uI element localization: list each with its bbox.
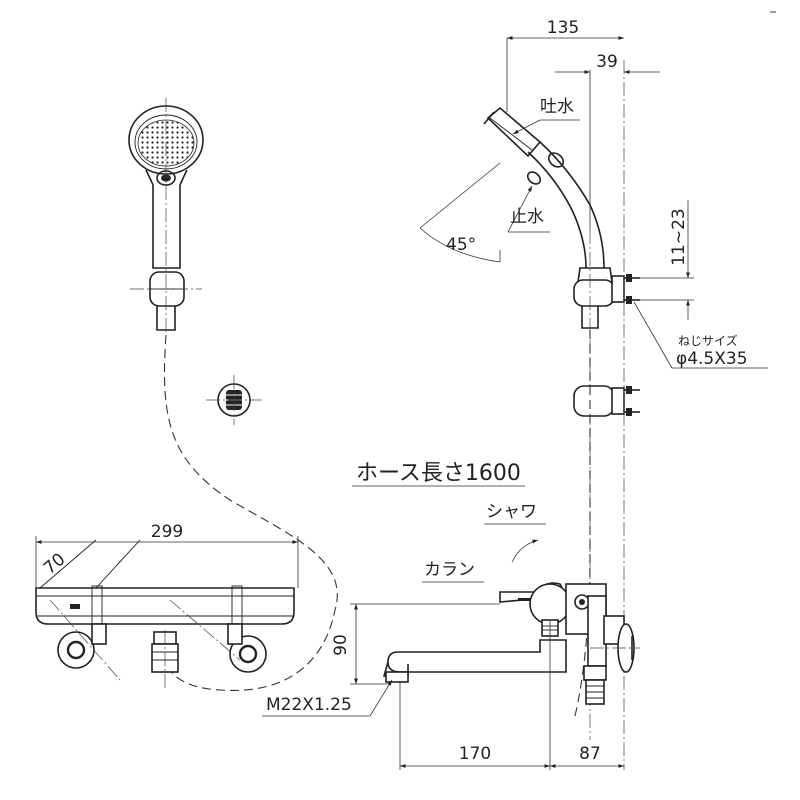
- svg-text:φ4.5X35: φ4.5X35: [676, 349, 748, 369]
- svg-text:170: 170: [459, 744, 491, 764]
- mixer-body-top-view: [35, 539, 295, 690]
- label-faucet: カラン: [422, 560, 484, 583]
- svg-text:135: 135: [547, 18, 579, 38]
- wall-bracket-lower: [573, 385, 640, 417]
- dimension-87: 87: [550, 744, 624, 768]
- svg-text:吐水: 吐水: [540, 97, 574, 117]
- label-shower: シャワ: [484, 502, 546, 563]
- dimension-11-23: 11~23: [640, 200, 694, 320]
- svg-text:ねじサイズ: ねじサイズ: [678, 333, 738, 348]
- wall-bracket-upper: [611, 274, 640, 304]
- dimension-90: 90: [331, 603, 500, 685]
- angle-45: 45°: [419, 162, 501, 263]
- svg-text:70: 70: [40, 549, 69, 578]
- dimension-170: 170: [399, 620, 551, 770]
- svg-text:90: 90: [331, 634, 351, 656]
- dimension-39: 39: [555, 52, 660, 230]
- dimension-135: 135: [506, 18, 624, 112]
- svg-text:カラン: カラン: [424, 560, 475, 580]
- hand-shower-front-view: [128, 98, 204, 340]
- svg-text:止水: 止水: [510, 207, 544, 227]
- hose-length-label: ホース長さ1600: [352, 461, 525, 487]
- svg-text:45°: 45°: [446, 235, 476, 255]
- dimension-70: 70: [40, 549, 69, 578]
- mixer-body-front-view: [382, 582, 640, 705]
- dimension-299: 299: [35, 522, 299, 588]
- svg-text:87: 87: [579, 744, 601, 764]
- label-stop-water: 止水: [507, 185, 550, 233]
- svg-text:39: 39: [596, 52, 618, 72]
- hose-path-right: [573, 330, 591, 721]
- thread-label: M22X1.25: [262, 679, 393, 717]
- screw-size-callout: ねじサイズ φ4.5X35: [633, 301, 768, 369]
- label-spout-water: 吐水: [512, 97, 580, 135]
- svg-text:M22X1.25: M22X1.25: [266, 695, 352, 715]
- svg-text:シャワ: シャワ: [486, 502, 537, 522]
- svg-text:299: 299: [151, 522, 183, 542]
- svg-text:11~23: 11~23: [669, 208, 689, 266]
- svg-text:ホース長さ1600: ホース長さ1600: [356, 461, 521, 486]
- hose-fitting-end-view: [206, 375, 262, 425]
- hose-path-left: [163, 334, 338, 692]
